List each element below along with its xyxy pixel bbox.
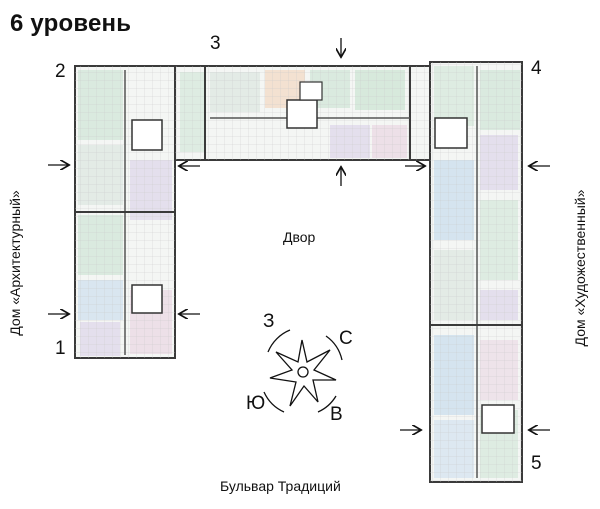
entrance-arrows bbox=[48, 38, 550, 430]
top-wing bbox=[174, 65, 431, 161]
left-house-label: Дом «Архитектурный» bbox=[7, 190, 23, 336]
compass-rose-icon bbox=[263, 329, 343, 413]
compass-east-label: В bbox=[330, 404, 343, 425]
section-number-2: 2 bbox=[55, 61, 66, 82]
yard-label: Двор bbox=[283, 229, 316, 245]
page-title: 6 уровень bbox=[10, 10, 132, 37]
section-number-4: 4 bbox=[531, 58, 542, 79]
section-number-5: 5 bbox=[531, 453, 542, 474]
compass-north-label: С bbox=[339, 328, 353, 349]
compass-south-label: Ю bbox=[246, 393, 266, 414]
left-wing bbox=[74, 65, 176, 359]
boulevard-label: Бульвар Традиций bbox=[220, 478, 341, 494]
compass-west-label: З bbox=[263, 311, 275, 332]
section-number-1: 1 bbox=[55, 338, 66, 359]
right-wing bbox=[429, 61, 523, 483]
section-number-3: 3 bbox=[210, 33, 221, 54]
right-house-label: Дом «Художественный» bbox=[572, 189, 588, 347]
